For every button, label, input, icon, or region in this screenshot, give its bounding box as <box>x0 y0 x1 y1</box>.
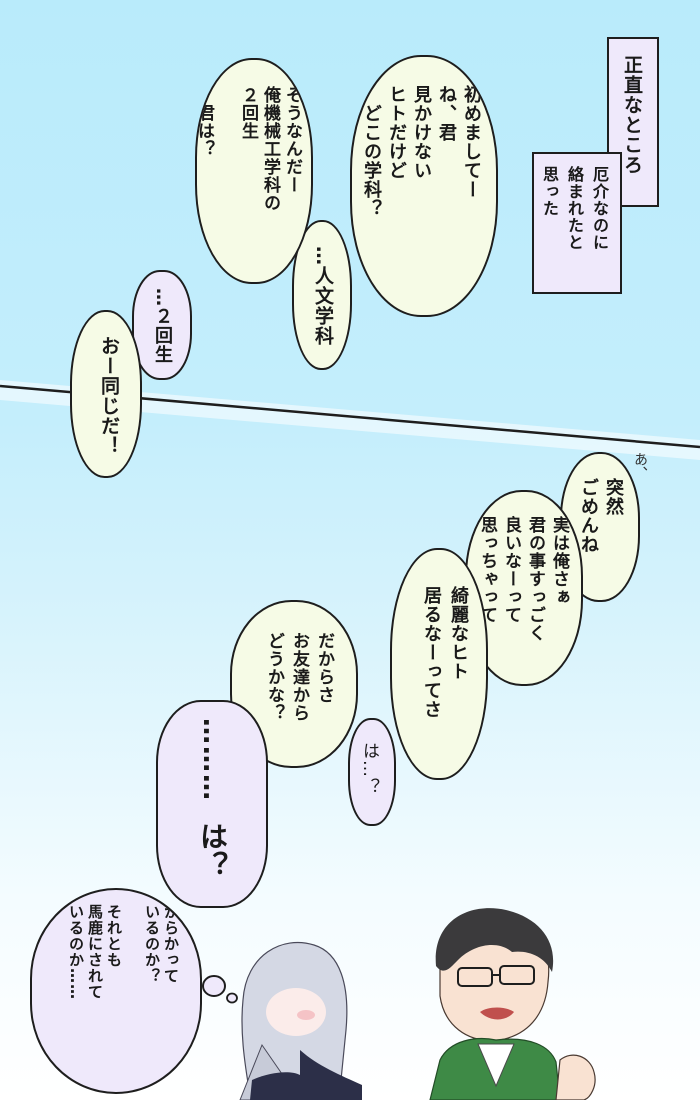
first-meeting-text: 初めましてー ね、君 見かけない ヒトだけど どこの学科？ <box>361 85 482 218</box>
ah-sfx: あ、 <box>632 452 648 480</box>
friends-text: だからさ お友達から どうかな？ <box>264 632 334 722</box>
narration-text-main: 正直なところ <box>621 55 643 175</box>
narration-box-main: 正直なところ <box>607 37 659 207</box>
speech-bubble-first-meeting: 初めましてー ね、君 見かけない ヒトだけど どこの学科？ <box>350 55 498 317</box>
speech-bubble-second-year: …２回生 <box>132 270 192 380</box>
speech-bubble-humanities: …人文学科 <box>292 220 352 370</box>
narration-text-sub: 厄介なのに 絡まれたと 思った <box>540 166 609 251</box>
thought-bubble-doubt: からかって いるのか？ それとも 馬鹿にされて いるのか…… <box>30 888 202 1094</box>
pretty-text: 綺麗なヒト 居るなーってさ <box>421 586 469 719</box>
shock-ha: は？ <box>196 822 229 880</box>
humanities-text: …人文学科 <box>312 246 334 346</box>
mechanical-text: そうなんだー 俺機械工学科の ２回生 君は？ <box>195 86 302 212</box>
speech-bubble-shock: ……… は？ <box>156 700 268 908</box>
same-text: おー同じだ！ <box>98 336 120 456</box>
huh-text: は…？ <box>359 742 379 796</box>
doubt-text: からかって いるのか？ それとも 馬鹿にされて いるのか…… <box>67 904 180 1000</box>
narration-box-sub: 厄介なのに 絡まれたと 思った <box>532 152 622 294</box>
speech-bubble-huh: は…？ <box>348 718 396 826</box>
sudden-text: 突然 ごめんね <box>578 478 624 554</box>
second-year-text: …２回生 <box>152 288 173 364</box>
shock-dots: ……… <box>197 718 227 802</box>
silver-haired-student <box>239 941 362 1100</box>
speech-bubble-pretty: 綺麗なヒト 居るなーってさ <box>390 548 488 780</box>
glasses-student <box>429 908 596 1100</box>
speech-bubble-mechanical: そうなんだー 俺機械工学科の ２回生 君は？ <box>195 58 313 284</box>
confession-text: 実は俺さぁ 君の事すっごく 良いなーって 思っちゃって <box>477 516 569 642</box>
speech-bubble-same: おー同じだ！ <box>70 310 142 478</box>
speech-bubble-friends: だからさ お友達から どうかな？ <box>230 600 358 768</box>
